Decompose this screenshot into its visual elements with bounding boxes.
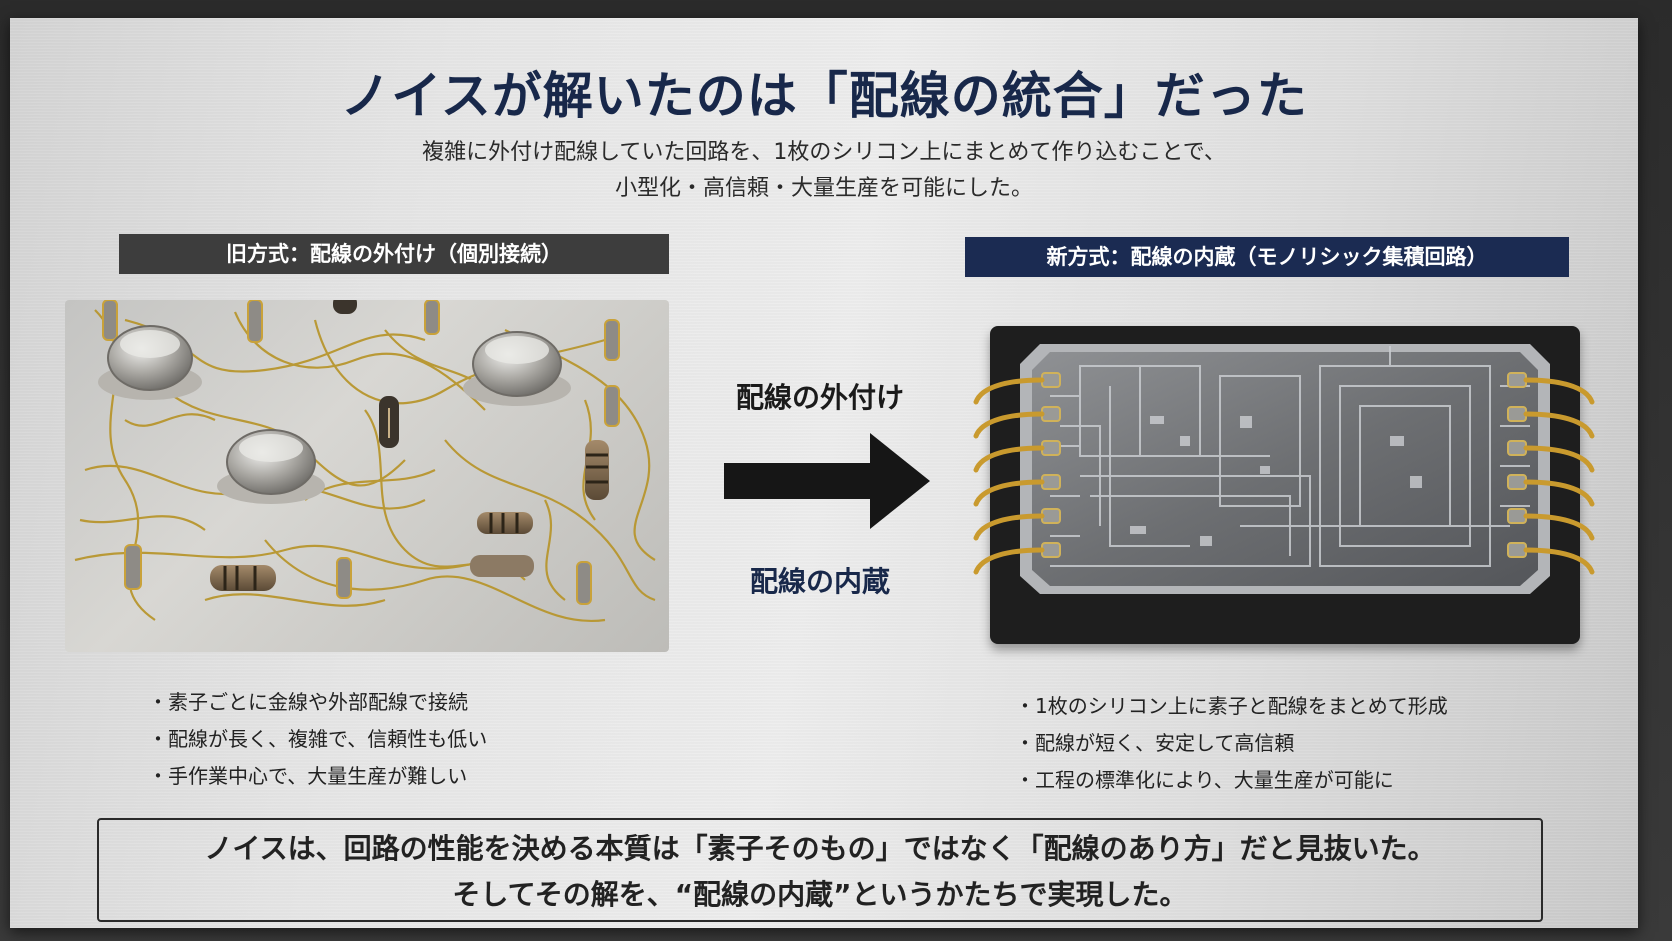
conclusion-box: ノイスは、回路の性能を決める本質は「素子そのもの」ではなく「配線のあり方」だと見… (97, 818, 1543, 922)
new-bullet-1: ・1枚のシリコン上に素子と配線をまとめて形成 (1015, 694, 1448, 718)
conclusion-line-1: ノイスは、回路の性能を決める本質は「素子そのもの」ではなく「配線のあり方」だと見… (204, 832, 1436, 865)
exhibit-plaque: ノイスが解いたのは「配線の統合」だった 複雑に外付け配線していた回路を、1枚のシ… (10, 18, 1638, 928)
resistors (210, 300, 609, 591)
new-method-label: 新方式：配線の内蔵（モノリシック集積回路） (965, 237, 1569, 277)
transistor-cans (98, 325, 571, 504)
conclusion-line-2: そしてその解を、“配線の内蔵”というかたちで実現した。 (452, 878, 1188, 911)
new-bullet-3: ・工程の標準化により、大量生産が可能に (1015, 768, 1394, 792)
discrete-circuit-illustration (74, 300, 656, 623)
internal-wiring-label: 配線の内蔵 (749, 565, 890, 598)
integrated-circuit-photo (973, 326, 1595, 644)
subtitle-line-2: 小型化・高信頼・大量生産を可能にした。 (614, 176, 1033, 201)
discrete-circuit-photo (65, 300, 669, 652)
subtitle-line-1: 複雑に外付け配線していた回路を、1枚のシリコン上にまとめて作り込むことで、 (422, 140, 1226, 165)
external-wiring-label: 配線の外付け (735, 381, 904, 414)
old-method-bullets: ・素子ごとに金線や外部配線で接続 ・配線が長く、複雑で、信頼性も低い ・手作業中… (148, 684, 487, 795)
new-bullet-2: ・配線が短く、安定して高信頼 (1015, 731, 1295, 755)
old-bullet-3: ・手作業中心で、大量生産が難しい (148, 764, 468, 788)
old-bullet-2: ・配線が長く、複雑で、信頼性も低い (148, 727, 488, 751)
terminal-posts (102, 300, 620, 605)
ic-die-illustration (973, 344, 1595, 594)
ic-bond-leads (973, 372, 1595, 575)
arrow-right-icon (724, 433, 930, 529)
new-method-bullets: ・1枚のシリコン上に素子と配線をまとめて形成 ・配線が短く、安定して高信頼 ・工… (1015, 688, 1448, 799)
old-method-label: 旧方式：配線の外付け（個別接続） (119, 234, 669, 274)
old-bullet-1: ・素子ごとに金線や外部配線で接続 (148, 690, 468, 714)
page-title: ノイスが解いたのは「配線の統合」だった (340, 67, 1308, 125)
